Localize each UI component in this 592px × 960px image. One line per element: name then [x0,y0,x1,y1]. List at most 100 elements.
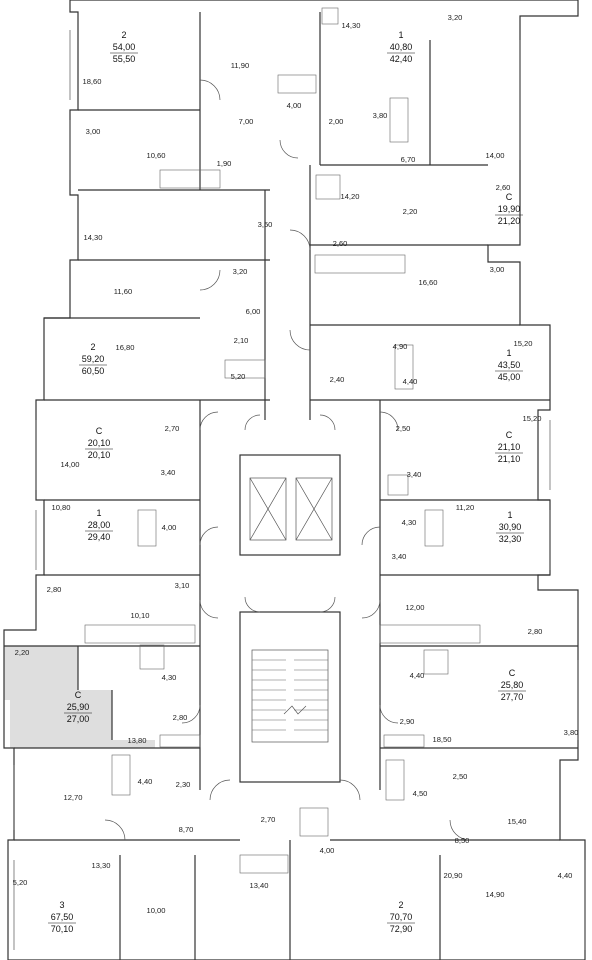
apartment-area-living: 59,20 [82,354,105,364]
apartment-area-total: 70,10 [51,924,74,934]
room-area-label: 16,80 [115,343,134,352]
room-area-label: 7,00 [239,117,254,126]
room-area-label: 3,20 [448,13,463,22]
building-outline [3,0,586,960]
internal-walls [4,12,578,960]
room-area-label: 2,30 [176,780,191,789]
room-area-label: 4,50 [413,789,428,798]
apartment-area-living: 30,90 [499,522,522,532]
room-area-label: 2,90 [400,717,415,726]
room-area-label: 4,00 [287,101,302,110]
room-area-label: 4,40 [138,777,153,786]
room-area-label: 12,00 [405,603,424,612]
apartment-area-total: 20,10 [88,450,111,460]
room-area-label: 13,80 [127,736,146,745]
room-area-label: 3,40 [392,552,407,561]
room-area-label: 2,60 [496,183,511,192]
apartment-type: С [506,430,513,440]
room-area-label: 2,80 [528,627,543,636]
room-area-label: 3,40 [161,468,176,477]
room-area-label: 3,00 [86,127,101,136]
room-area-label: 18,60 [82,77,101,86]
apartment-label: 1 30,90 32,30 [496,510,524,544]
apartment-type: С [75,690,82,700]
room-area-label: 2,50 [453,772,468,781]
apartment-area-total: 32,30 [499,534,522,544]
room-area-label: 3,80 [373,111,388,120]
room-area-label: 14,00 [485,151,504,160]
apartment-type: С [509,668,516,678]
room-area-label: 5,20 [13,878,28,887]
room-area-label: 10,00 [146,906,165,915]
room-area-label: 2,40 [330,375,345,384]
apartment-area-living: 25,90 [67,702,90,712]
room-area-label: 3,00 [490,265,505,274]
room-area-label: 14,00 [60,460,79,469]
room-area-label: 2,80 [173,713,188,722]
room-area-label: 6,70 [401,155,416,164]
room-area-label: 6,00 [246,307,261,316]
apartment-area-total: 55,50 [113,54,136,64]
room-area-label: 11,60 [114,287,132,296]
apartment-type: С [506,192,513,202]
apartment-area-living: 40,80 [390,42,413,52]
room-area-label: 14,30 [341,21,360,30]
apartment-area-total: 42,40 [390,54,413,64]
room-area-label: 14,90 [485,890,504,899]
room-area-label: 2,00 [329,117,344,126]
apartment-area-living: 70,70 [390,912,413,922]
apartment-type: 1 [507,510,512,520]
room-area-label: 20,90 [443,871,462,880]
room-area-label: 5,20 [231,372,246,381]
room-area-label: 2,70 [261,815,276,824]
apartment-area-living: 28,00 [88,520,111,530]
windows [13,30,586,950]
room-area-label: 3,80 [564,728,579,737]
room-area-label: 15,20 [513,339,532,348]
room-area-label: 10,80 [51,503,70,512]
apartment-area-living: 20,10 [88,438,111,448]
core [239,454,341,783]
apartment-type: 2 [121,30,126,40]
room-area-label: 4,40 [403,377,418,386]
room-area-label: 3,50 [258,220,273,229]
room-area-label: 14,30 [83,233,102,242]
apartment-area-total: 21,20 [498,216,521,226]
room-area-label: 15,40 [507,817,526,826]
room-area-label: 4,30 [162,673,177,682]
room-area-label: 11,20 [456,503,474,512]
room-area-label: 2,20 [15,648,30,657]
apartment-type: 2 [90,342,95,352]
room-area-label: 12,70 [63,793,82,802]
room-area-label: 8,70 [179,825,194,834]
apartment-area-living: 25,80 [501,680,524,690]
room-area-label: 14,20 [340,192,359,201]
apartment-area-living: 21,10 [498,442,521,452]
room-area-label: 2,60 [333,239,348,248]
apartment-type: 1 [96,508,101,518]
room-area-label: 1,90 [217,159,232,168]
highlighted-apartment-area [4,646,155,748]
room-area-label: 2,20 [403,207,418,216]
room-area-label: 13,40 [249,881,268,890]
room-area-label: 4,40 [558,871,573,880]
room-area-label: 10,60 [146,151,165,160]
room-area-label: 4,00 [162,523,177,532]
room-area-label: 13,30 [91,861,110,870]
room-area-label: 11,90 [231,61,249,70]
room-area-label: 2,50 [396,424,411,433]
room-area-label: 2,70 [165,424,180,433]
room-area-label: 15,20 [522,414,541,423]
room-area-label: 18,50 [432,735,451,744]
